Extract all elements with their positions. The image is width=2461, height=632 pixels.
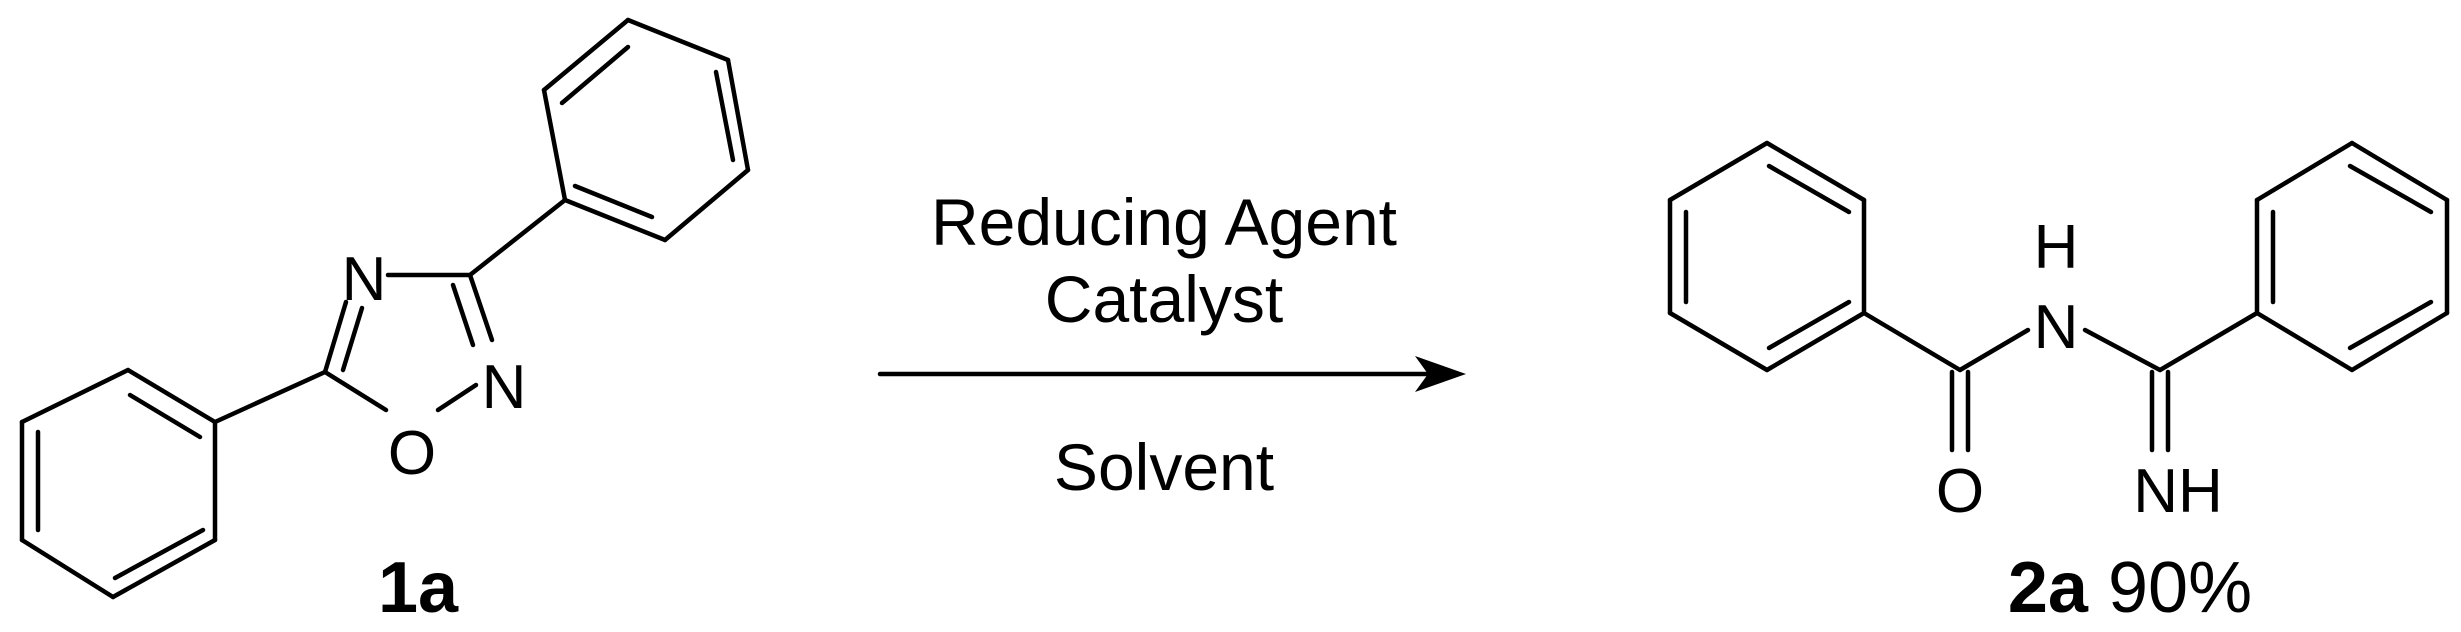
bond-carbonyl-n [1957,327,2031,373]
atom-n2: N [482,353,527,422]
atom-o-carbonyl: O [1936,457,1984,526]
product-2a-structure: H N O NH [1667,140,2450,526]
product-yield: 90% [2108,548,2252,628]
aryl-bond-c3 [467,197,568,278]
condition-reducing-agent: Reducing Agent [931,185,1397,259]
phenyl-ring-top [541,17,751,243]
compound-label-1a: 1a [378,548,459,628]
aryl-bond-c5 [212,369,328,425]
bond-imine-ph [2157,310,2260,373]
bond-n-imine-c [2082,327,2163,373]
atom-n4: N [342,245,387,314]
bond-ph-carbonyl [1861,310,1963,373]
spacer [2088,548,2108,628]
atom-o1: O [388,419,436,488]
phenyl-ring-product-left [1667,140,1867,373]
product-label-line: 2a 90% [2008,548,2252,628]
phenyl-ring-product-right [2254,140,2450,373]
reaction-arrow [877,356,1466,392]
condition-solvent: Solvent [1054,430,1274,504]
condition-catalyst: Catalyst [1045,262,1283,336]
phenyl-ring-left [19,367,218,600]
compound-label-2a: 2a [2008,548,2089,628]
atom-h: H [2034,213,2079,282]
reactant-1a-structure: N N O [19,17,751,600]
atom-nh-imine: NH [2133,457,2223,526]
oxadiazole-ring [322,272,495,413]
atom-n-amide: N [2034,293,2079,362]
